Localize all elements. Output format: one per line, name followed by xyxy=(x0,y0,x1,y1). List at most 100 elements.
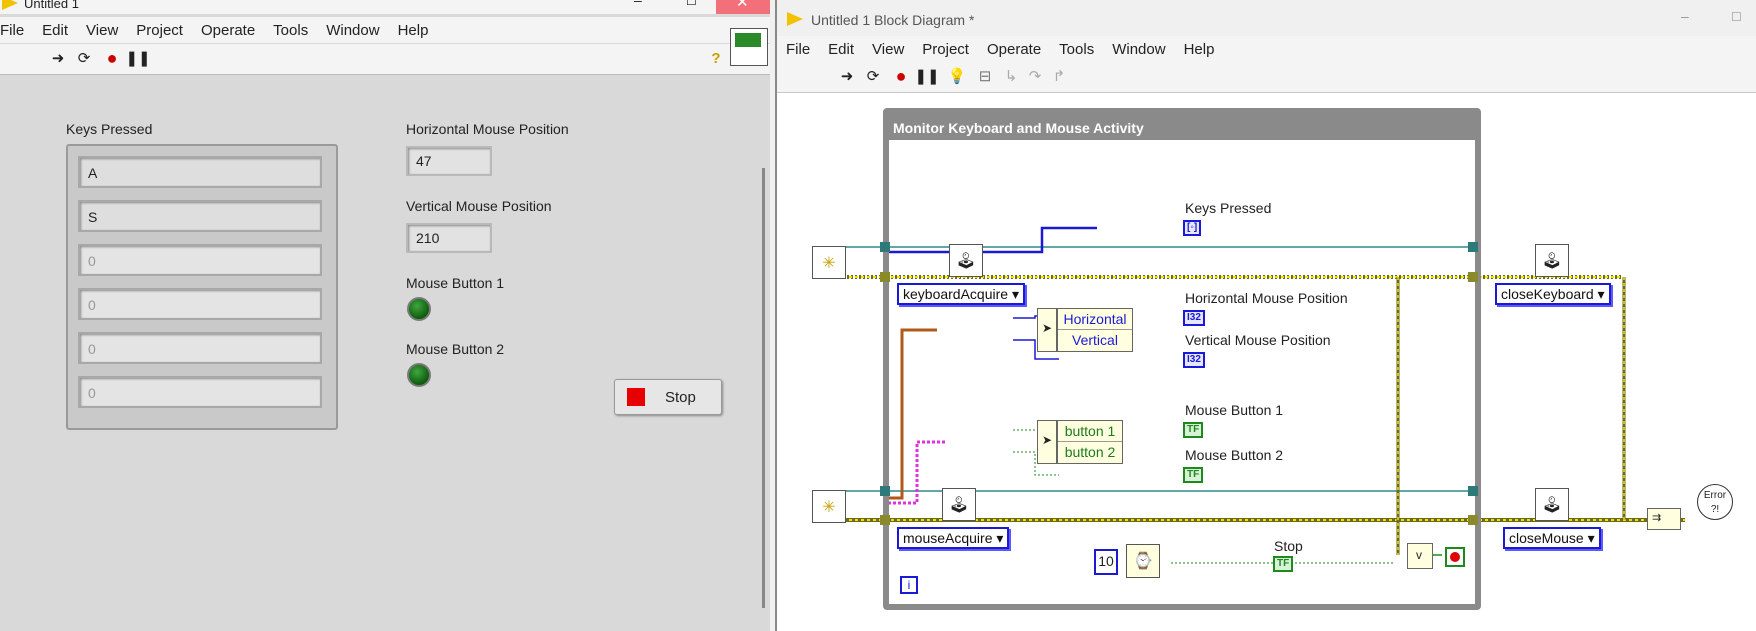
joystick-close-icon: 🕹 xyxy=(1541,496,1563,514)
stop-button[interactable]: Stop xyxy=(614,379,722,415)
menu-view[interactable]: View xyxy=(86,21,119,39)
loop-condition-terminal[interactable] xyxy=(1445,547,1465,567)
run-continuously-icon[interactable]: ⟳ xyxy=(77,50,91,67)
tunnel-error-in-2 xyxy=(880,515,890,525)
close-mouse-enum[interactable]: closeMouse ▾ xyxy=(1503,527,1601,549)
pause-icon[interactable]: ❚❚ xyxy=(125,50,151,67)
tunnel-keyboard-out xyxy=(1468,242,1478,252)
abort-icon[interactable]: ● xyxy=(895,65,907,86)
stop-if-true-icon xyxy=(1450,552,1460,562)
wait-ms-node[interactable]: ⌚ xyxy=(1126,544,1160,578)
minimize-icon[interactable]: – xyxy=(1681,8,1689,24)
keys-pressed-terminal[interactable]: [◦] xyxy=(1183,220,1202,236)
unbundle-arrow-box: ➤ xyxy=(1037,308,1057,352)
unbundle-by-name-node[interactable]: Horizontal Vertical xyxy=(1057,308,1133,352)
menu-window[interactable]: Window xyxy=(1112,40,1166,58)
initialize-mouse-node[interactable]: ✳ xyxy=(812,490,846,523)
mouse-button-2-terminal[interactable]: TF xyxy=(1183,467,1204,483)
while-loop[interactable]: Monitor Keyboard and Mouse Activity xyxy=(883,108,1481,610)
acquire-mouse-node[interactable]: 🕹 xyxy=(942,488,976,521)
array-element: 0 xyxy=(78,376,322,408)
loop-title: Monitor Keyboard and Mouse Activity xyxy=(889,114,1475,140)
step-out-icon[interactable]: ↱ xyxy=(1052,68,1066,85)
vi-icon[interactable] xyxy=(730,28,768,66)
iteration-terminal[interactable]: i xyxy=(900,576,918,594)
unbundle-field: Vertical xyxy=(1072,332,1118,348)
unbundle-field: button 1 xyxy=(1058,421,1122,442)
vi-icon-graph xyxy=(735,33,761,47)
menu-help[interactable]: Help xyxy=(397,21,429,39)
tunnel-error-out-2 xyxy=(1468,515,1478,525)
help-icon[interactable]: ? xyxy=(711,49,721,67)
menu-view[interactable]: View xyxy=(872,40,905,58)
run-arrow-icon[interactable]: ➜ xyxy=(840,68,854,85)
horizontal-terminal-label: Horizontal Mouse Position xyxy=(1185,290,1348,306)
maximize-icon[interactable]: ☐ xyxy=(686,0,697,8)
front-panel-titlebar: Untitled 1 – ☐ ✕ xyxy=(0,0,770,14)
step-into-icon[interactable]: ↳ xyxy=(1004,68,1018,85)
menu-edit[interactable]: Edit xyxy=(828,40,855,58)
menu-operate[interactable]: Operate xyxy=(200,21,256,39)
wire-vertical xyxy=(1013,339,1059,360)
mouse-button-2-led xyxy=(407,363,431,387)
vertical-position-label: Vertical Mouse Position xyxy=(406,198,552,214)
mouse-acquire-enum[interactable]: mouseAcquire ▾ xyxy=(897,527,1010,549)
menu-tools[interactable]: Tools xyxy=(1059,40,1095,58)
minimize-icon[interactable]: – xyxy=(634,0,642,8)
keys-pressed-array[interactable]: A S 0 0 0 0 xyxy=(66,144,338,430)
menu-help[interactable]: Help xyxy=(1183,40,1215,58)
abort-icon[interactable]: ● xyxy=(106,47,118,68)
merge-errors-node[interactable]: ⇉ xyxy=(1647,508,1681,530)
joystick-icon: 🕹 xyxy=(948,496,970,514)
enum-value: mouseAcquire xyxy=(903,530,993,546)
keys-pressed-label: Keys Pressed xyxy=(66,121,153,137)
array-element: 0 xyxy=(78,288,322,320)
window-title: Untitled 1 xyxy=(24,0,79,11)
menu-file[interactable]: File xyxy=(0,21,25,39)
horizontal-position-label: Horizontal Mouse Position xyxy=(406,121,569,137)
highlight-execution-icon[interactable]: 💡 xyxy=(947,68,967,85)
tunnel-error-in xyxy=(880,272,890,282)
mouse-button-2-label: Mouse Button 2 xyxy=(406,341,505,357)
run-arrow-icon[interactable]: ➜ xyxy=(51,50,65,67)
array-element: 0 xyxy=(78,332,322,364)
menu-tools[interactable]: Tools xyxy=(273,21,309,39)
retain-wire-values-icon[interactable]: ⊟ xyxy=(978,68,992,85)
wait-constant[interactable]: 10 xyxy=(1094,549,1118,575)
horizontal-position-indicator: 47 xyxy=(406,146,492,176)
unbundle-buttons-node[interactable]: button 1 button 2 xyxy=(1057,420,1123,464)
horizontal-terminal[interactable]: I32 xyxy=(1183,310,1205,326)
error-handler-node[interactable]: Error?! xyxy=(1697,484,1733,520)
menu-edit[interactable]: Edit xyxy=(42,21,69,39)
initialize-keyboard-node[interactable]: ✳ xyxy=(812,246,846,279)
menu-project[interactable]: Project xyxy=(136,21,183,39)
vertical-terminal[interactable]: I32 xyxy=(1183,352,1205,368)
close-keyboard-node[interactable]: 🕹 xyxy=(1535,244,1569,277)
menu-project[interactable]: Project xyxy=(922,40,969,58)
stop-icon xyxy=(627,388,645,406)
array-element: A xyxy=(78,156,322,188)
menu-window[interactable]: Window xyxy=(326,21,380,39)
menu-bar: File Edit View Project Operate Tools Win… xyxy=(0,17,770,43)
or-node[interactable]: v xyxy=(1407,543,1433,569)
enum-value: closeMouse xyxy=(1509,530,1584,546)
enum-value: closeKeyboard xyxy=(1501,286,1594,302)
acquire-keyboard-node[interactable]: 🕹 xyxy=(949,244,983,277)
maximize-icon[interactable]: ☐ xyxy=(1731,10,1742,24)
close-mouse-node[interactable]: 🕹 xyxy=(1535,488,1569,521)
unbundle-field: button 2 xyxy=(1064,444,1116,460)
keyboard-acquire-enum[interactable]: keyboardAcquire ▾ xyxy=(897,283,1025,305)
menu-operate[interactable]: Operate xyxy=(986,40,1042,58)
vertical-terminal-label: Vertical Mouse Position xyxy=(1185,332,1331,348)
vertical-scrollbar[interactable] xyxy=(762,168,765,608)
pause-icon[interactable]: ❚❚ xyxy=(914,68,940,85)
stop-terminal[interactable]: TF xyxy=(1273,556,1294,572)
close-button[interactable]: ✕ xyxy=(716,0,770,14)
step-over-icon[interactable]: ↷ xyxy=(1028,68,1042,85)
run-continuously-icon[interactable]: ⟳ xyxy=(866,68,880,85)
error-label: Error xyxy=(1703,490,1727,501)
block-diagram-window: Untitled 1 Block Diagram * – ☐ File Edit… xyxy=(775,0,1756,631)
menu-file[interactable]: File xyxy=(786,40,811,58)
mouse-button-1-terminal[interactable]: TF xyxy=(1183,422,1204,438)
close-keyboard-enum[interactable]: closeKeyboard ▾ xyxy=(1495,283,1611,305)
